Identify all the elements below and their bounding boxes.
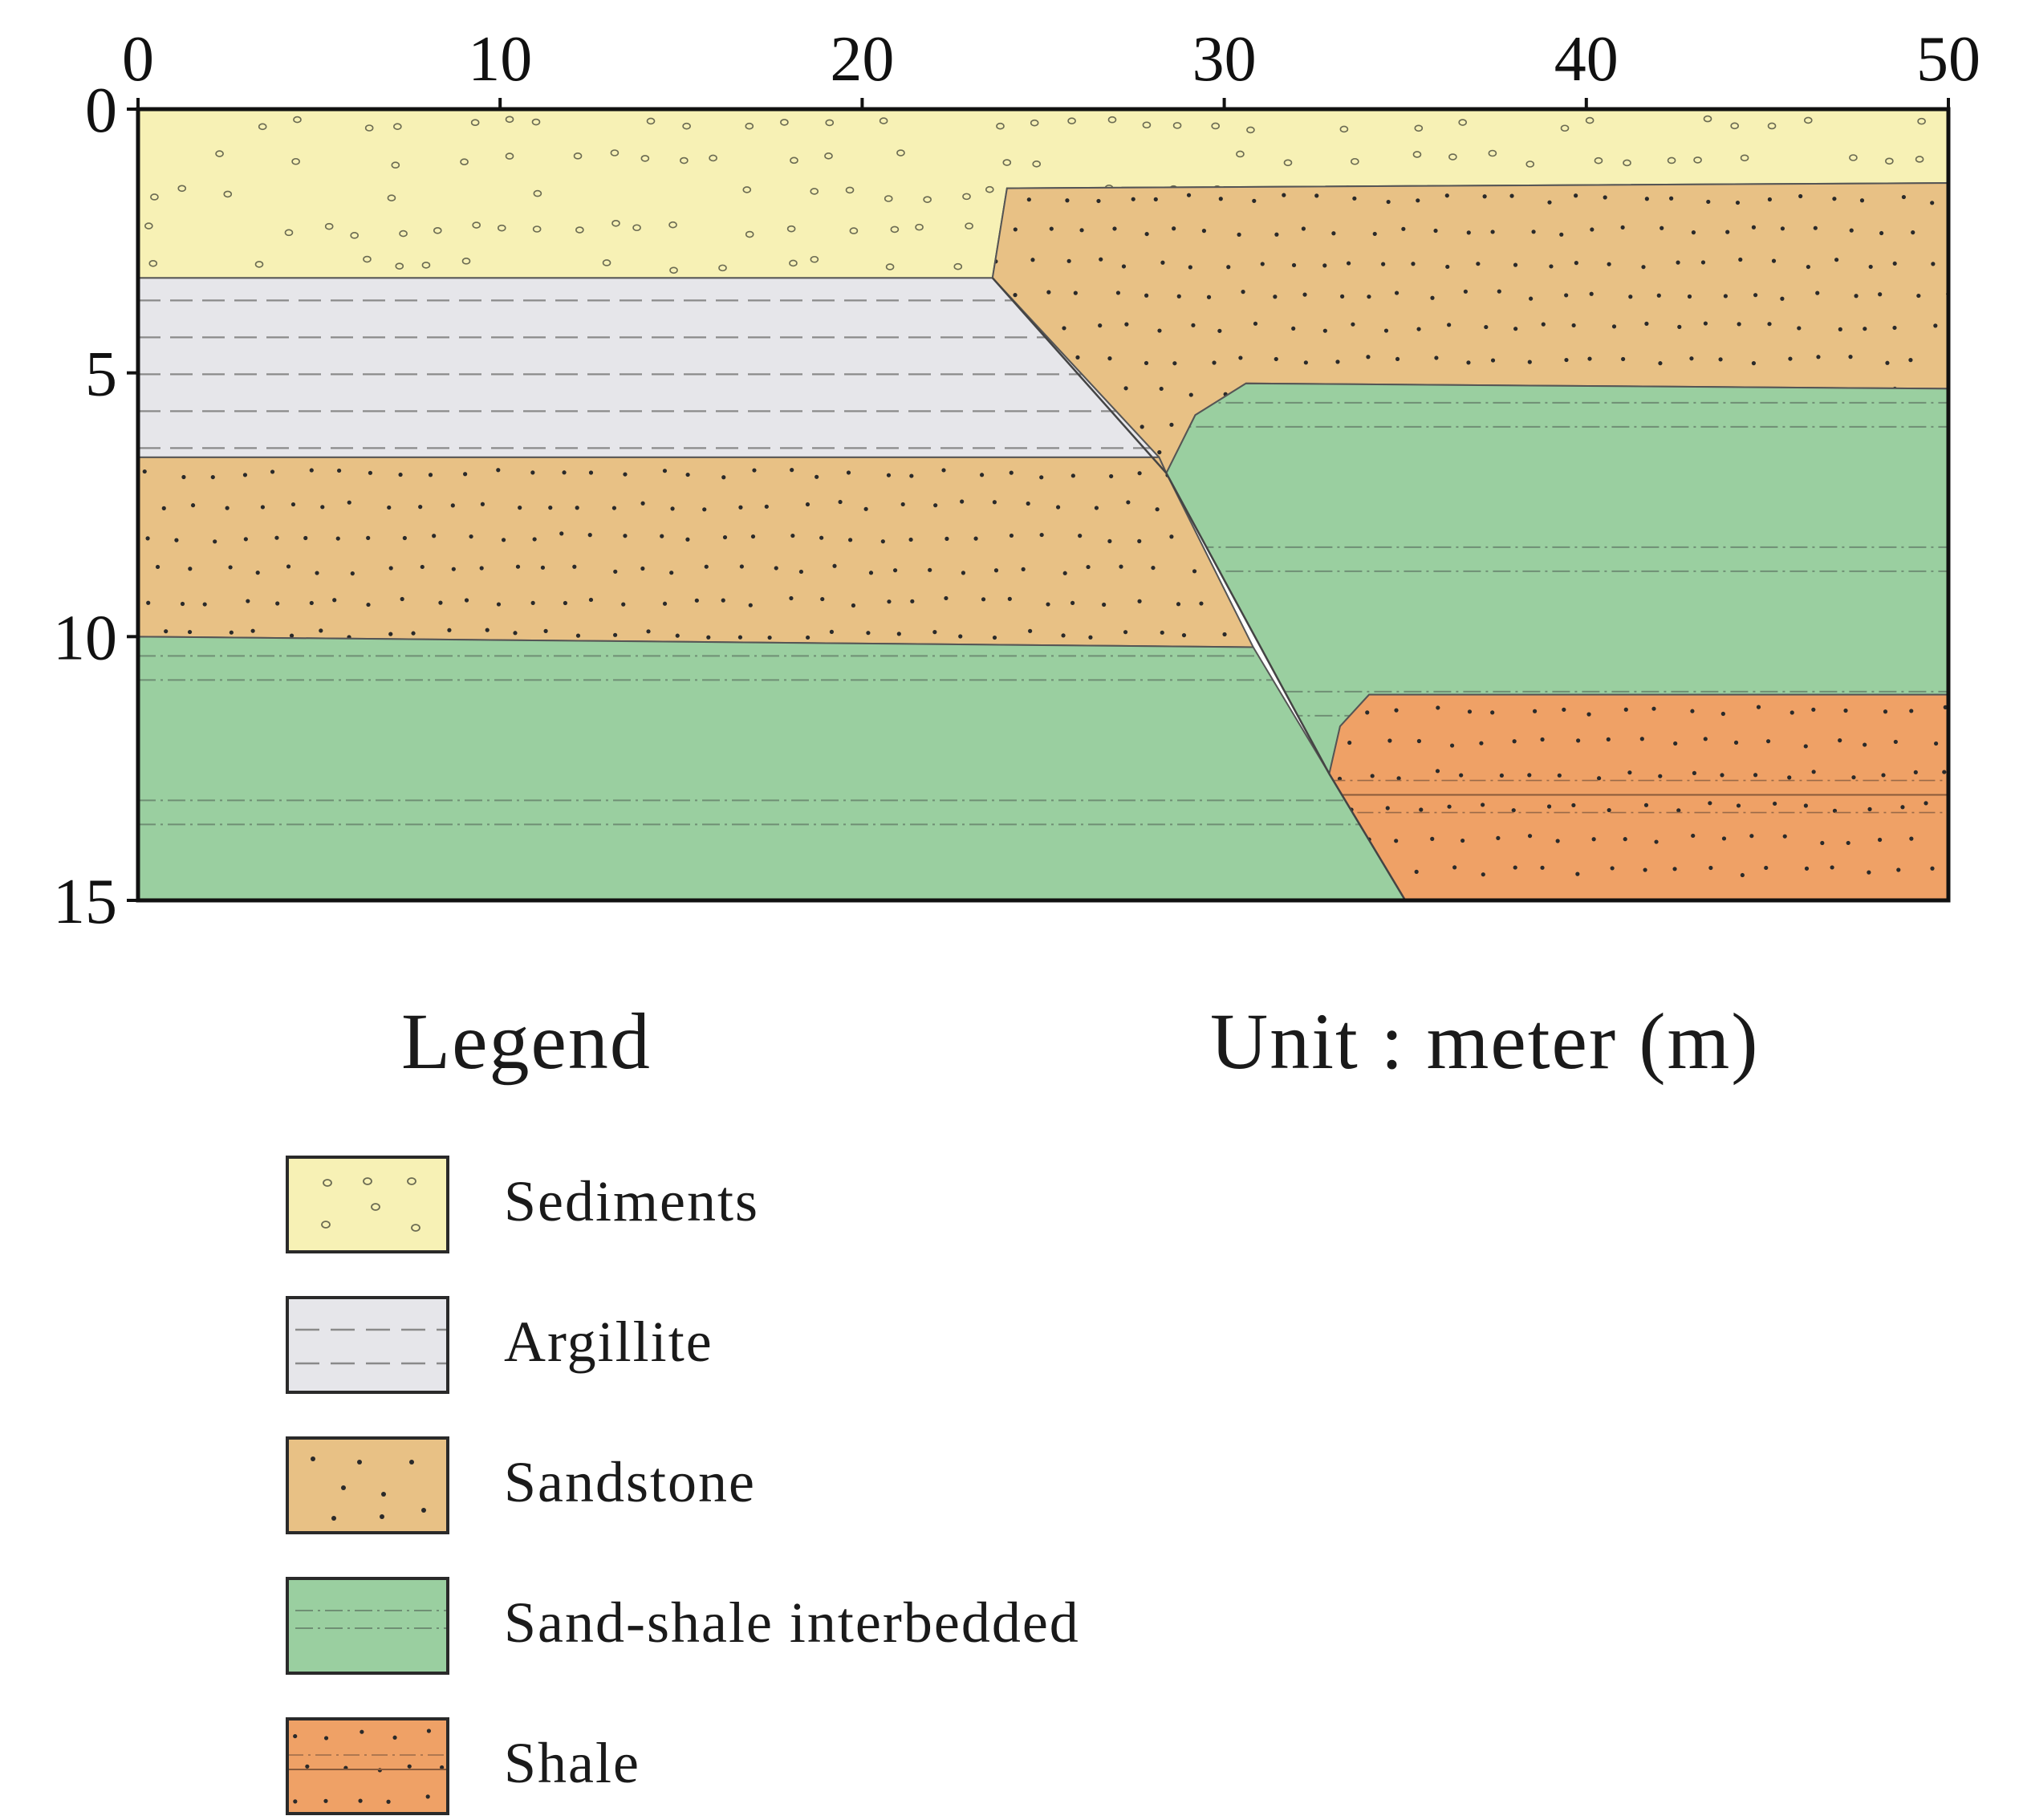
- fault-line: [991, 277, 1407, 901]
- unit-label: Unit : meter (m): [1210, 997, 1760, 1086]
- legend-label: Sand-shale interbedded: [504, 1590, 1080, 1655]
- legend-label: Argillite: [504, 1310, 713, 1374]
- axes-group: [127, 98, 1951, 903]
- layer-pattern-interbedded-left: [138, 655, 1406, 826]
- layer-outline-sandstone-left: [138, 456, 1255, 648]
- layer-fill-shale-right: [1329, 694, 1948, 900]
- legend-swatch-dashes: [286, 1296, 449, 1394]
- layer-fill-sandstone-left: [138, 457, 1253, 648]
- x-tick-label: 30: [1192, 24, 1257, 95]
- x-tick-label: 50: [1916, 24, 1980, 95]
- layer-sandstone-left: [138, 456, 1255, 648]
- legend-swatch-dashdot: [286, 1577, 449, 1675]
- layer-argillite: [138, 277, 1161, 458]
- legend-label: Sandstone: [504, 1450, 756, 1514]
- layer-fill-interbedded-right: [1166, 383, 1948, 774]
- layer-shale-right: [1328, 693, 1948, 900]
- legend-swatch-pebbles: [286, 1156, 449, 1253]
- legend-swatch-dots: [286, 1436, 449, 1534]
- legend-title: Legend: [401, 997, 652, 1086]
- plot-frame: [136, 107, 1951, 903]
- x-tick-labels: 0 10 20 30 40 50: [122, 24, 1980, 95]
- layer-fill-interbedded-left: [138, 636, 1406, 900]
- fault-group: [991, 277, 1407, 901]
- legend-label: Sediments: [504, 1169, 759, 1233]
- x-tick-label: 10: [468, 24, 532, 95]
- legend-label: Shale: [504, 1731, 640, 1795]
- y-tick-label: 15: [53, 867, 117, 937]
- legend-swatch-shale: [286, 1717, 449, 1815]
- layer-pattern-shale-right: [1329, 705, 1948, 878]
- layer-pattern-argillite: [138, 299, 1160, 449]
- layers-group: [138, 109, 1948, 900]
- layer-outline-shale-right: [1328, 693, 1948, 900]
- layer-fill-sandstone-upper-right: [992, 183, 1948, 473]
- layer-fill-argillite: [138, 278, 1160, 457]
- x-tick-label: 0: [122, 24, 154, 95]
- x-tick-label: 40: [1554, 24, 1619, 95]
- y-tick-labels: 0 5 10 15: [53, 75, 117, 937]
- x-tick-label: 20: [830, 24, 894, 95]
- y-tick-label: 10: [53, 603, 117, 673]
- y-tick-label: 0: [85, 75, 117, 146]
- y-tick-label: 5: [85, 339, 117, 410]
- layer-interbedded-left: [138, 636, 1407, 900]
- legend-swatches: [286, 1156, 449, 1815]
